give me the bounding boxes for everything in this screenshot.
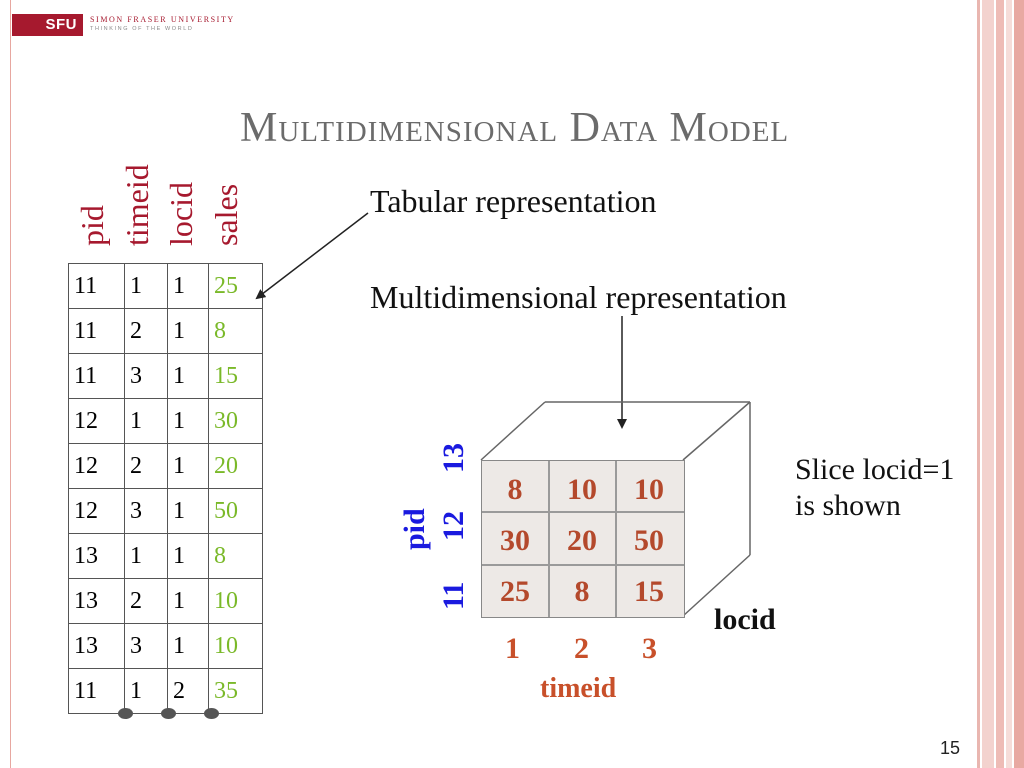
table-row: 13 3 1 10 [68,623,263,669]
decorative-stripe [1014,0,1024,768]
cell-timeid: 2 [124,578,168,624]
left-border-line [10,0,11,768]
cube-cell: 25 [500,575,530,608]
cell-timeid: 2 [124,308,168,354]
sfu-logo-mark: SFU [12,14,83,36]
decorative-stripe [1006,0,1012,768]
cube-cell: 10 [567,473,597,506]
cell-sales: 30 [208,398,263,444]
cube-cell: 8 [574,575,590,608]
decorative-stripe [982,0,994,768]
timeid-axis-label: timeid [540,673,617,704]
cube-edge [480,401,546,461]
cell-locid: 1 [167,398,209,444]
cell-pid: 11 [68,308,125,354]
university-name: SIMON FRASER UNIVERSITY [90,15,235,24]
arrow-to-table [255,212,369,300]
cell-timeid: 1 [124,533,168,579]
cell-pid: 12 [68,398,125,444]
cell-sales: 15 [208,353,263,399]
grid-line [615,461,617,617]
cell-sales: 10 [208,578,263,624]
timeid-tick-3: 3 [642,632,657,665]
grid-line [482,511,684,513]
table-row: 12 3 1 50 [68,488,263,534]
dot-icon [118,708,133,719]
cell-pid: 13 [68,533,125,579]
locid-axis-label: locid [714,603,776,636]
sales-table: 11 1 1 25 11 2 1 8 11 3 1 15 12 1 1 30 [68,263,263,714]
cube-cell: 10 [634,473,664,506]
slice-note: Slice locid=1 is shown [795,452,954,524]
cell-timeid: 3 [124,623,168,669]
cube-cell: 50 [634,524,664,557]
cell-pid: 11 [68,668,125,714]
cell-pid: 12 [68,443,125,489]
tabular-label: Tabular representation [370,183,657,219]
table-row: 11 3 1 15 [68,353,263,399]
grid-line [548,461,550,617]
grid-line [482,564,684,566]
dot-icon [204,708,219,719]
cell-locid: 1 [167,623,209,669]
cell-sales: 10 [208,623,263,669]
cell-sales: 8 [208,533,263,579]
table-row: 12 2 1 20 [68,443,263,489]
decorative-stripe [977,0,980,768]
cube-edge [682,401,751,461]
cube-edge [682,554,751,617]
table-row: 13 1 1 8 [68,533,263,579]
cube-cell: 8 [507,473,523,506]
table-row: 13 2 1 10 [68,578,263,624]
cell-locid: 1 [167,443,209,489]
cube-front-face: 8 10 10 30 20 50 25 8 15 [481,460,685,618]
pid-axis-label: pid [398,508,431,550]
timeid-tick-2: 2 [574,632,589,665]
cell-pid: 13 [68,623,125,669]
slide-title: Multidimensional Data Model [240,105,790,151]
dot-icon [161,708,176,719]
multidimensional-label: Multidimensional representation [370,279,787,315]
university-tagline: THINKING OF THE WORLD [90,26,194,32]
cube-cell: 15 [634,575,664,608]
cell-sales: 35 [208,668,263,714]
cell-timeid: 1 [124,263,168,309]
cell-locid: 1 [167,578,209,624]
cube-cell: 20 [567,524,597,557]
table-row: 11 1 2 35 [68,668,263,714]
decorative-stripe [996,0,1004,768]
cell-sales: 20 [208,443,263,489]
cell-locid: 1 [167,533,209,579]
table-row: 11 2 1 8 [68,308,263,354]
cell-timeid: 1 [124,398,168,444]
page-number: 15 [940,738,961,758]
cell-sales: 8 [208,308,263,354]
cell-timeid: 3 [124,353,168,399]
pid-tick-13: 13 [437,443,470,473]
cell-timeid: 1 [124,668,168,714]
table-row: 12 1 1 30 [68,398,263,444]
timeid-tick-1: 1 [505,632,520,665]
pid-tick-11: 11 [437,581,470,610]
cell-locid: 1 [167,308,209,354]
cell-sales: 25 [208,263,263,309]
cube-cell: 30 [500,524,530,557]
cell-pid: 12 [68,488,125,534]
slice-note-line1: Slice locid=1 [795,453,955,486]
slice-note-line2: is shown [795,489,901,522]
pid-tick-12: 12 [437,511,470,541]
